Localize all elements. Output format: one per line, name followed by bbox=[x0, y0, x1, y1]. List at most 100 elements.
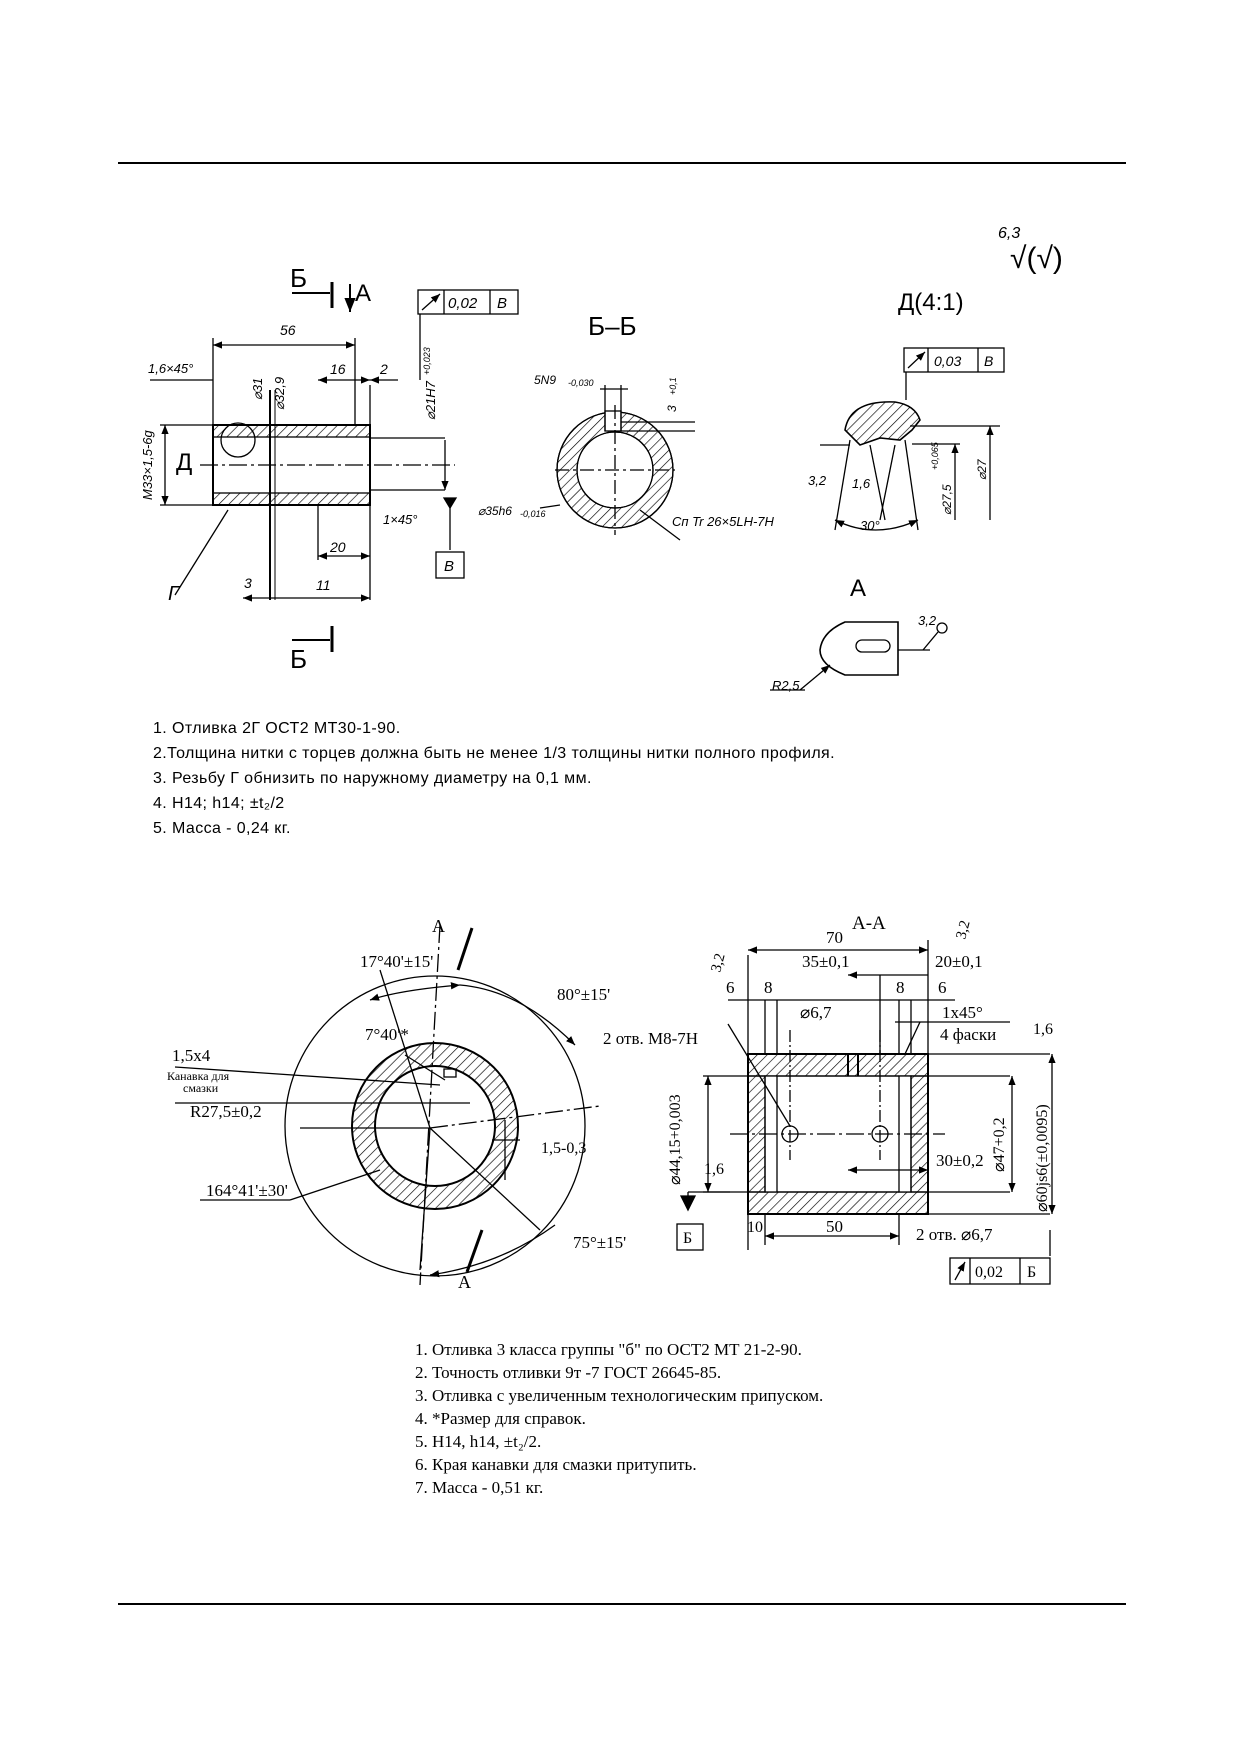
groove-radius: R27,5±0,2 bbox=[190, 1102, 262, 1121]
groove-label-2: смазки bbox=[183, 1081, 219, 1095]
section-mark-a: А bbox=[355, 280, 371, 307]
tolerance-datum-3: Б bbox=[1027, 1264, 1036, 1281]
tolerance-datum-1: В bbox=[497, 295, 507, 312]
cut-a-top: А bbox=[432, 916, 445, 936]
tolerance-value-3: 0,02 bbox=[975, 1264, 1003, 1281]
note-line: 7. Масса - 0,51 кг. bbox=[415, 1478, 544, 1497]
detail-d-title: Д(4:1) bbox=[898, 289, 964, 316]
angle-75: 75°±15' bbox=[573, 1233, 626, 1252]
rough-1-6-left: 1,6 bbox=[704, 1161, 724, 1178]
dim-8-right: 8 bbox=[896, 978, 905, 997]
tolerance-value-2: 0,03 bbox=[934, 353, 961, 369]
section-bb-view: Б–Б bbox=[539, 311, 695, 541]
rough-3-2-left: 3,2 bbox=[708, 952, 728, 974]
dim-thread: M33×1,5-6g bbox=[140, 429, 155, 500]
cut-a-bottom: А bbox=[458, 1272, 471, 1292]
dim-chamfer-right: 1×45° bbox=[383, 512, 417, 527]
detail-rough-1-6: 1,6 bbox=[852, 476, 871, 491]
dim-d27-5: ⌀27,5 bbox=[940, 484, 954, 515]
dim-11: 11 bbox=[316, 577, 331, 593]
view-a-title: А bbox=[850, 575, 866, 602]
drawing-part2: А А 17°40'±15' 80°±15' 7°40'* 1,5x4 Кана… bbox=[167, 913, 1056, 1292]
tolerance-frame-3: 0,02 Б bbox=[949, 1257, 1051, 1285]
section-aa-title: А-А bbox=[852, 913, 886, 934]
part2-section-view bbox=[679, 940, 1056, 1256]
section-bb-title: Б–Б bbox=[588, 311, 637, 341]
angle-7-40: 7°40'* bbox=[365, 1025, 409, 1044]
datum-letter: В bbox=[444, 558, 454, 575]
dim-6-left: 6 bbox=[726, 978, 735, 997]
dim-holes-m8: 2 отв. M8-7H bbox=[603, 1029, 698, 1048]
dim-bore: ⌀21H7 bbox=[423, 380, 438, 420]
note-line: 5. Масса - 0,24 кг. bbox=[153, 820, 291, 837]
dim-35: 35±0,1 bbox=[802, 952, 850, 971]
dim-angle-30: 30° bbox=[860, 518, 880, 533]
detail-d-view bbox=[820, 401, 1000, 531]
dim-key-tol: -0,030 bbox=[568, 378, 594, 388]
section-mark-b-top: Б bbox=[290, 263, 307, 293]
view-a-radius: R2,5 bbox=[772, 678, 800, 693]
angle-17-40: 17°40'±15' bbox=[360, 952, 433, 971]
drawing-part1: 6,3 √(√) Б А Б 0,02 В bbox=[140, 225, 1063, 693]
note-line: 6. Края канавки для смазки притупить. bbox=[415, 1455, 697, 1474]
dim-20: 20 bbox=[329, 539, 346, 555]
tolerance-datum-2: В bbox=[984, 353, 993, 369]
note-line: 1. Отливка 3 класса группы "б" по ОСТ2 М… bbox=[415, 1340, 802, 1359]
note-line: 3. Отливка с увеличенным технологическим… bbox=[415, 1386, 824, 1405]
dim-d60: ⌀60js6(±0,0095) bbox=[1034, 1104, 1051, 1212]
dim-d31: ⌀31 bbox=[250, 378, 265, 400]
dim-2: 2 bbox=[379, 361, 388, 377]
dim-3: 3 bbox=[244, 575, 252, 591]
dim-chamfer-left: 1,6×45° bbox=[148, 361, 193, 376]
dim-8-left: 8 bbox=[764, 978, 773, 997]
dim-20: 20±0,1 bbox=[935, 952, 983, 971]
datum-box bbox=[435, 551, 465, 579]
section-mark-b-bottom: Б bbox=[290, 644, 307, 674]
top-rule bbox=[118, 162, 1126, 164]
roughness-value: 6,3 bbox=[998, 225, 1020, 242]
roughness-symbol: √(√) bbox=[1010, 242, 1063, 275]
groove-size: 1,5x4 bbox=[172, 1046, 211, 1065]
dim-6-right: 6 bbox=[938, 978, 947, 997]
rough-3-2-right: 3,2 bbox=[953, 919, 973, 941]
dim-holes-d6-7: 2 отв. ⌀6,7 bbox=[916, 1225, 993, 1244]
dim-d44: ⌀44,15+0,003 bbox=[667, 1094, 684, 1185]
dim-50: 50 bbox=[826, 1217, 843, 1236]
dim-d27-5-tol: +0,065 bbox=[930, 441, 940, 470]
dim-d47: ⌀47+0,2 bbox=[991, 1117, 1008, 1172]
mark-d: Д bbox=[176, 449, 192, 476]
dim-thread-inner: Сп Tr 26×5LH-7H bbox=[672, 514, 775, 529]
notes-part1: 1. Отливка 2Г ОСТ2 МТ30-1-90. 2.Толщина … bbox=[153, 716, 835, 841]
rough-1-6-right: 1,6 bbox=[1033, 1021, 1053, 1038]
dim-key-depth: 3 bbox=[665, 405, 679, 412]
view-a-detail bbox=[770, 621, 948, 691]
note-line: 4. H14; h14; ±t₂/2 bbox=[153, 795, 285, 812]
tolerance-frame-1: 0,02 В bbox=[417, 289, 519, 380]
note-line: 1. Отливка 2Г ОСТ2 МТ30-1-90. bbox=[153, 720, 401, 737]
dim-70: 70 bbox=[826, 928, 843, 947]
tolerance-value-1: 0,02 bbox=[448, 295, 478, 312]
note-line: 5. H14, h14, ±t₂/2. bbox=[415, 1432, 542, 1451]
dim-30: 30±0,2 bbox=[936, 1151, 984, 1170]
dim-d32-9: ⌀32,9 bbox=[272, 377, 287, 410]
dim-16: 16 bbox=[330, 361, 346, 377]
angle-80: 80°±15' bbox=[557, 985, 610, 1004]
datum-box bbox=[676, 1223, 704, 1251]
bottom-rule bbox=[118, 1603, 1126, 1605]
tolerance-frame-2: 0,03 В bbox=[903, 347, 1005, 400]
note-line: 2. Точность отливки 9т -7 ГОСТ 26645-85. bbox=[415, 1363, 722, 1382]
part2-circular-view bbox=[174, 924, 601, 1286]
angle-164-41: 164°41'±30' bbox=[206, 1181, 288, 1200]
dim-d27: ⌀27 bbox=[975, 458, 989, 480]
dim-d6-7: ⌀6,7 bbox=[800, 1003, 832, 1022]
groove-label-1: Канавка для bbox=[167, 1069, 230, 1083]
dim-chamfer: 1x45° bbox=[942, 1003, 983, 1022]
dim-key: 5N9 bbox=[534, 373, 556, 387]
detail-rough-3-2: 3,2 bbox=[808, 473, 827, 488]
notes-part2: 1. Отливка 3 класса группы "б" по ОСТ2 М… bbox=[415, 1338, 823, 1499]
note-line: 2.Толщина нитки с торцев должна быть не … bbox=[153, 745, 835, 762]
dim-depth-tol: +0,1 bbox=[668, 377, 678, 395]
dim-shaft: ⌀35h6 bbox=[478, 504, 512, 518]
dim-shaft-tol: -0,016 bbox=[520, 509, 546, 519]
groove-depth: 1,5-0,3 bbox=[541, 1140, 586, 1157]
